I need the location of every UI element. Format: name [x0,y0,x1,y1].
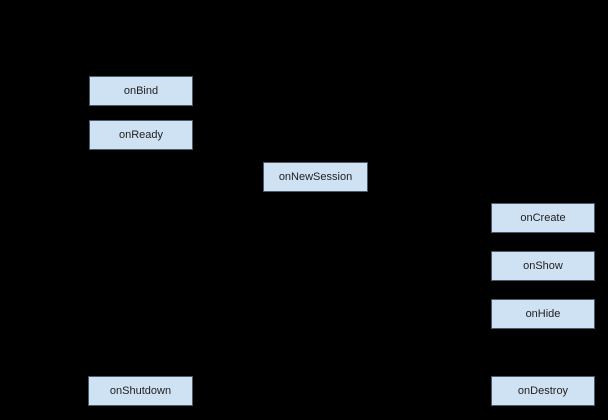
node-oncreate: onCreate [491,203,595,233]
node-onbind: onBind [89,76,193,106]
node-onshutdown: onShutdown [88,376,193,406]
node-onshow: onShow [491,251,595,281]
node-onhide: onHide [491,299,595,329]
node-onnewsession: onNewSession [263,162,368,192]
node-onready: onReady [89,120,193,150]
node-ondestroy: onDestroy [491,376,595,406]
